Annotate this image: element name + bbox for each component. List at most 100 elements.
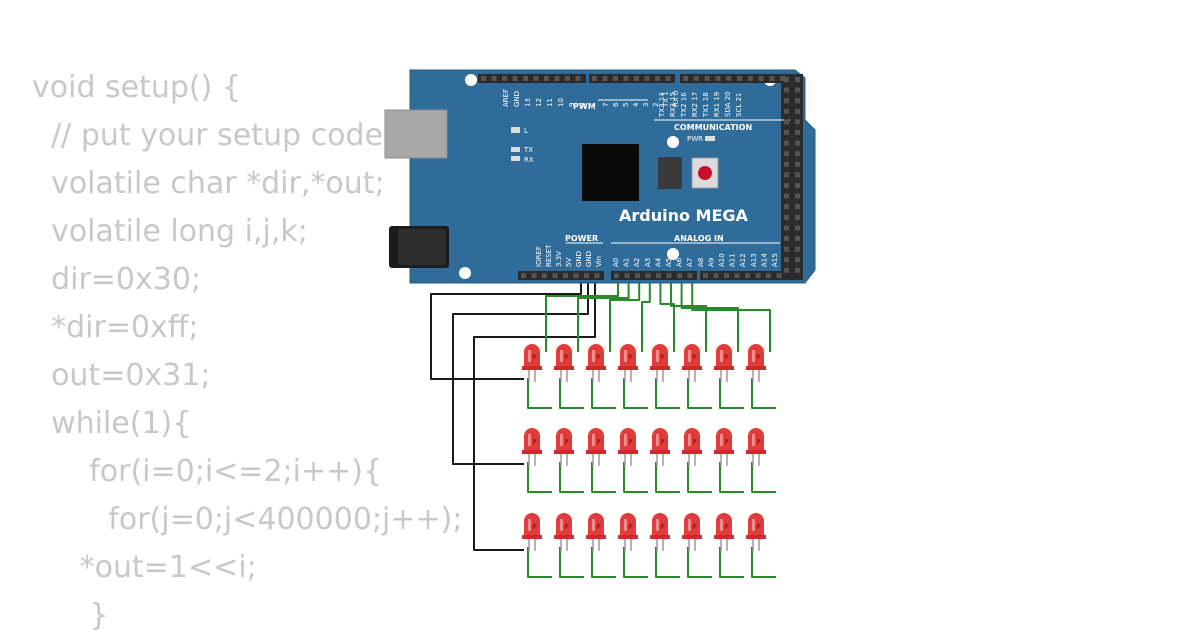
pin-label: RX1 19 (713, 92, 721, 117)
header-pin (623, 76, 629, 81)
wire (559, 378, 584, 409)
pin-label: 5V (565, 258, 573, 267)
header-pin (784, 172, 789, 178)
arduino-mega-board: Arduino MEGA PWM COMMUNICATION POWER ANA… (384, 69, 816, 284)
wire (623, 378, 648, 409)
wire (680, 276, 739, 352)
pin-label: A11 (729, 253, 737, 267)
header-pin (737, 76, 742, 81)
led-icon (650, 344, 670, 382)
header-pin (755, 273, 761, 278)
header-pin (795, 246, 800, 252)
header-pin (602, 76, 608, 81)
pin-label: RESET (545, 244, 553, 267)
code-line: for(i=0;i<=2;i++){ (32, 454, 383, 489)
code-line: *dir=0xff; (32, 310, 199, 345)
header-pin (795, 98, 800, 104)
led-icon (618, 344, 638, 382)
code-line: } (32, 598, 109, 633)
rx-label: RX (524, 156, 534, 164)
header-pin (521, 273, 526, 278)
header-pin (614, 273, 619, 278)
wire (559, 462, 584, 493)
header-pin (745, 273, 750, 278)
header-pin (635, 273, 640, 278)
header-pin (776, 273, 782, 278)
pin-label: AREF (502, 89, 510, 107)
wire (719, 547, 744, 578)
pin-label: 12 (535, 98, 543, 107)
pin-label: 13 (524, 98, 532, 107)
led-icon (714, 344, 734, 382)
wire (751, 547, 776, 578)
header-pin (666, 273, 672, 278)
analog-in-label: ANALOG IN (674, 234, 724, 243)
pwr-led-icon (705, 136, 715, 141)
header-pin (795, 193, 800, 199)
led-icon (746, 513, 766, 551)
header-pin (784, 98, 789, 104)
header-pin (726, 76, 732, 81)
wire (687, 378, 712, 409)
code-line: volatile char *dir,*out; (32, 166, 385, 201)
pin-label: 6 (612, 102, 620, 107)
header-pin (795, 140, 800, 146)
mounting-hole-icon (667, 136, 679, 148)
header-pin (554, 76, 560, 81)
wire (751, 462, 776, 493)
mounting-hole-icon (459, 267, 471, 279)
wire (719, 378, 744, 409)
header-pin (784, 108, 789, 114)
header-pin (531, 273, 537, 278)
wire (527, 462, 552, 493)
pin-label: TX2 16 (680, 92, 688, 118)
header-pin (784, 236, 789, 241)
header-pin (644, 76, 650, 81)
header-pin (795, 108, 800, 114)
mounting-hole-icon (667, 248, 679, 260)
pin-label: A13 (750, 253, 758, 267)
led-icon (714, 428, 734, 466)
header-pin (573, 273, 579, 278)
code-line: while(1){ (32, 406, 192, 441)
header-pin (758, 76, 764, 81)
header-pin (795, 257, 800, 263)
pin-label: A2 (633, 258, 641, 267)
pin-label: TX1 18 (702, 92, 710, 118)
wire (719, 462, 744, 493)
header-pin (795, 214, 800, 220)
led-icon (682, 428, 702, 466)
wire (545, 276, 619, 352)
header-pin (784, 151, 789, 157)
pin-label: A0 (612, 258, 620, 267)
led-icon (682, 513, 702, 551)
wire (473, 276, 596, 551)
header-pin (784, 130, 789, 135)
header-pin (784, 161, 789, 167)
pin-label: A9 (707, 258, 715, 267)
wire (623, 462, 648, 493)
header-analog-low (611, 271, 697, 280)
power-label: POWER (565, 234, 598, 243)
header-pin (784, 140, 789, 146)
wire (591, 462, 616, 493)
wiring (430, 276, 776, 578)
header-pin (544, 76, 549, 81)
pin-label: RX 0 (672, 91, 680, 107)
header-pin (784, 204, 789, 210)
header-pin (502, 76, 507, 81)
pin-label: A5 (665, 258, 673, 267)
pin-label: TX 1 (662, 91, 670, 108)
pin-label: A1 (623, 258, 631, 267)
pin-label: A14 (760, 253, 768, 267)
header-pin (645, 273, 651, 278)
pin-label: RX2 17 (691, 92, 699, 117)
header-pin (575, 76, 581, 81)
wire (559, 547, 584, 578)
pin-label: A6 (676, 257, 684, 267)
pin-label: A12 (739, 253, 747, 267)
header-pin (523, 76, 528, 81)
pin-label: 3 (642, 103, 650, 107)
tx-label: TX (523, 146, 533, 154)
header-pin (713, 273, 719, 278)
